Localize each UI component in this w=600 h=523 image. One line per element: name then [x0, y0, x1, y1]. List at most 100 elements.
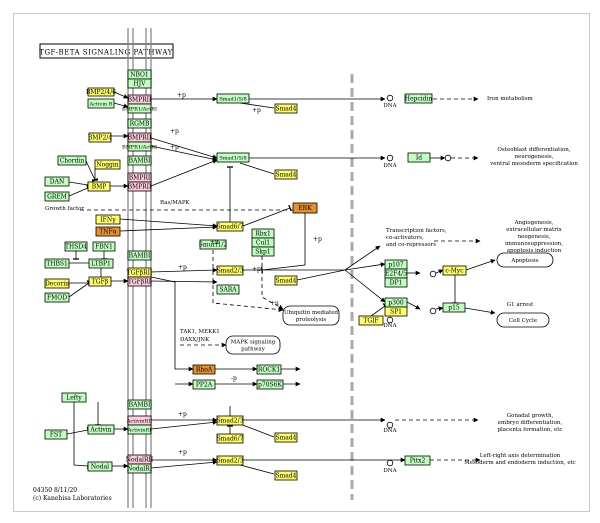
node-bmp246[interactable]: BMP2/4/6: [86, 87, 116, 97]
node-label: ERK: [298, 205, 312, 212]
label-dna: DNA: [383, 468, 397, 474]
label-dna: DNA: [383, 323, 397, 329]
copyright: (c) Kanehisa Laboratories: [33, 495, 112, 502]
node-p70s6k[interactable]: p70S6K: [256, 379, 284, 390]
node-sara[interactable]: SARA: [216, 284, 240, 295]
node-bmpr2-a[interactable]: BMPRII: [128, 94, 152, 105]
node-smad67-b[interactable]: Smad6/7: [217, 433, 244, 444]
node-noggin[interactable]: Noggin: [94, 159, 121, 170]
node-bmpr2-c[interactable]: BMPRII: [128, 181, 152, 192]
pathway-title: TGF-BETA SIGNALING PATHWAY: [39, 49, 172, 57]
node-grem[interactable]: GREM: [44, 191, 70, 202]
relation-edge: [239, 102, 275, 109]
node-e2f45[interactable]: E2F4/5: [384, 268, 408, 279]
node-label: DAN: [50, 179, 64, 186]
node-rgmb[interactable]: RGMB: [127, 118, 152, 129]
label-growth-factor: Growth factor: [45, 206, 84, 212]
label-iron: Iron metabolism: [487, 96, 534, 102]
label-ras-mapk: Ras/MAPK: [160, 200, 191, 206]
label-gonadal-2: embryo differentiation,: [498, 420, 563, 426]
node-bambi-c[interactable]: BAMBI: [127, 399, 152, 410]
node-activinr2[interactable]: ActivinRII: [126, 415, 152, 426]
node-label: Cul1: [256, 240, 270, 247]
relation-edge: [239, 423, 275, 438]
node-label: p70S6K: [258, 382, 282, 389]
node-smad4-c[interactable]: Smad4: [274, 275, 298, 286]
label-p: +p: [178, 264, 187, 271]
node-dp1[interactable]: DP1: [384, 277, 408, 288]
node-bambi-a[interactable]: BAMBI: [127, 155, 152, 166]
node-tgif[interactable]: TGIF: [358, 315, 384, 326]
node-smad23-c[interactable]: Smad2/3: [217, 455, 244, 466]
outcome-apoptosis-box[interactable]: Apoptosis: [496, 252, 554, 268]
node-bmpr1a[interactable]: BMPR1/ActRI: [122, 103, 157, 114]
node-bmp[interactable]: BMP: [87, 181, 111, 192]
outcome-cell-box[interactable]: Cell Cycle: [496, 312, 550, 328]
node-p107[interactable]: p107: [384, 259, 408, 270]
node-bmpr1b[interactable]: BMPR1/ActRI: [122, 141, 157, 152]
node-smad4-e[interactable]: Smad4: [274, 470, 298, 481]
node-sp1[interactable]: SP1: [384, 306, 408, 317]
node-label: TNFα: [99, 229, 116, 236]
node-label: Chordin: [60, 158, 85, 165]
node-nodalr2[interactable]: NodalRII: [126, 454, 154, 465]
node-ltbp1[interactable]: LTBP1: [88, 258, 114, 269]
node-smad23-a[interactable]: Smad2/3: [217, 265, 244, 276]
node-lefty[interactable]: Lefty: [61, 392, 87, 403]
node-fmod[interactable]: FMOD: [44, 292, 70, 303]
node-decorin[interactable]: Decorin: [44, 278, 70, 289]
node-tnfa[interactable]: TNFα: [95, 226, 121, 237]
node-smad4-d[interactable]: Smad4: [274, 432, 298, 443]
node-bmp24[interactable]: BMP2/4: [88, 132, 112, 143]
node-thsd4[interactable]: THSD4: [64, 241, 88, 252]
node-p15[interactable]: p15: [442, 302, 466, 313]
node-dan[interactable]: DAN: [44, 176, 70, 187]
node-smad4-a[interactable]: Smad4: [274, 103, 298, 114]
node-chordin[interactable]: Chordin: [57, 155, 87, 166]
relation-edge: [113, 102, 129, 109]
node-nodalr1[interactable]: NodalRI: [127, 463, 153, 474]
node-thbs1[interactable]: THBS1: [44, 258, 70, 269]
node-smad67-a[interactable]: Smad6/7: [217, 221, 244, 232]
node-fst[interactable]: FST: [44, 429, 68, 440]
node-cmyc[interactable]: c-Myc: [442, 265, 467, 276]
node-erk[interactable]: ERK: [292, 202, 318, 214]
label-p: +p: [170, 144, 179, 151]
node-pp2a[interactable]: PP2A: [192, 379, 216, 390]
node-bmpr2-b[interactable]: BMPRII: [128, 132, 152, 143]
label-p: +p: [170, 128, 179, 135]
node-smad23-b[interactable]: Smad2/3: [217, 415, 244, 426]
node-bmpr1-c[interactable]: BMPRI: [127, 172, 152, 183]
node-bambi-b[interactable]: BAMBI: [127, 250, 152, 261]
node-hepcidin[interactable]: Hepcidin: [404, 93, 433, 104]
node-nbo1[interactable]: NBO1: [127, 69, 152, 80]
node-rhoa[interactable]: RhoA: [192, 364, 216, 375]
node-smad158-a[interactable]: Smad1/5/8: [216, 93, 250, 104]
node-nodal[interactable]: Nodal: [87, 461, 113, 472]
outcome-label: MAPK signaling: [231, 340, 276, 346]
node-ifng[interactable]: IFNγ: [95, 214, 121, 225]
node-p300[interactable]: p300: [384, 297, 408, 308]
node-smad4-b[interactable]: Smad4: [274, 169, 298, 180]
node-rock1[interactable]: ROCK1: [256, 364, 282, 375]
label-lr-2: Mesoderm and endoderm induction, etc: [464, 460, 576, 466]
node-activinb[interactable]: Activin B: [87, 98, 115, 109]
node-pitx2[interactable]: Pitx2: [404, 455, 431, 466]
node-hjv[interactable]: HJV: [127, 78, 152, 89]
node-activinr1[interactable]: ActivinRI: [127, 424, 152, 435]
node-tgfb[interactable]: TGFβ: [88, 276, 112, 287]
node-smad158-b[interactable]: Smad1/5/8: [216, 152, 250, 163]
node-label: Smad6/7: [217, 224, 244, 231]
node-tgfbr1[interactable]: TGFβRI: [127, 276, 152, 287]
node-activin[interactable]: Activin: [87, 424, 115, 435]
node-tgfbr2[interactable]: TGFβRII: [127, 267, 153, 278]
node-rbx1[interactable]: Rbx1: [251, 228, 275, 239]
node-id[interactable]: Id: [407, 152, 431, 163]
node-skp1[interactable]: Skp1: [251, 246, 275, 257]
node-cul1[interactable]: Cul1: [251, 237, 275, 248]
node-smurf12[interactable]: Smurf1/2: [199, 239, 228, 250]
node-fbn1[interactable]: FBN1: [92, 241, 116, 252]
